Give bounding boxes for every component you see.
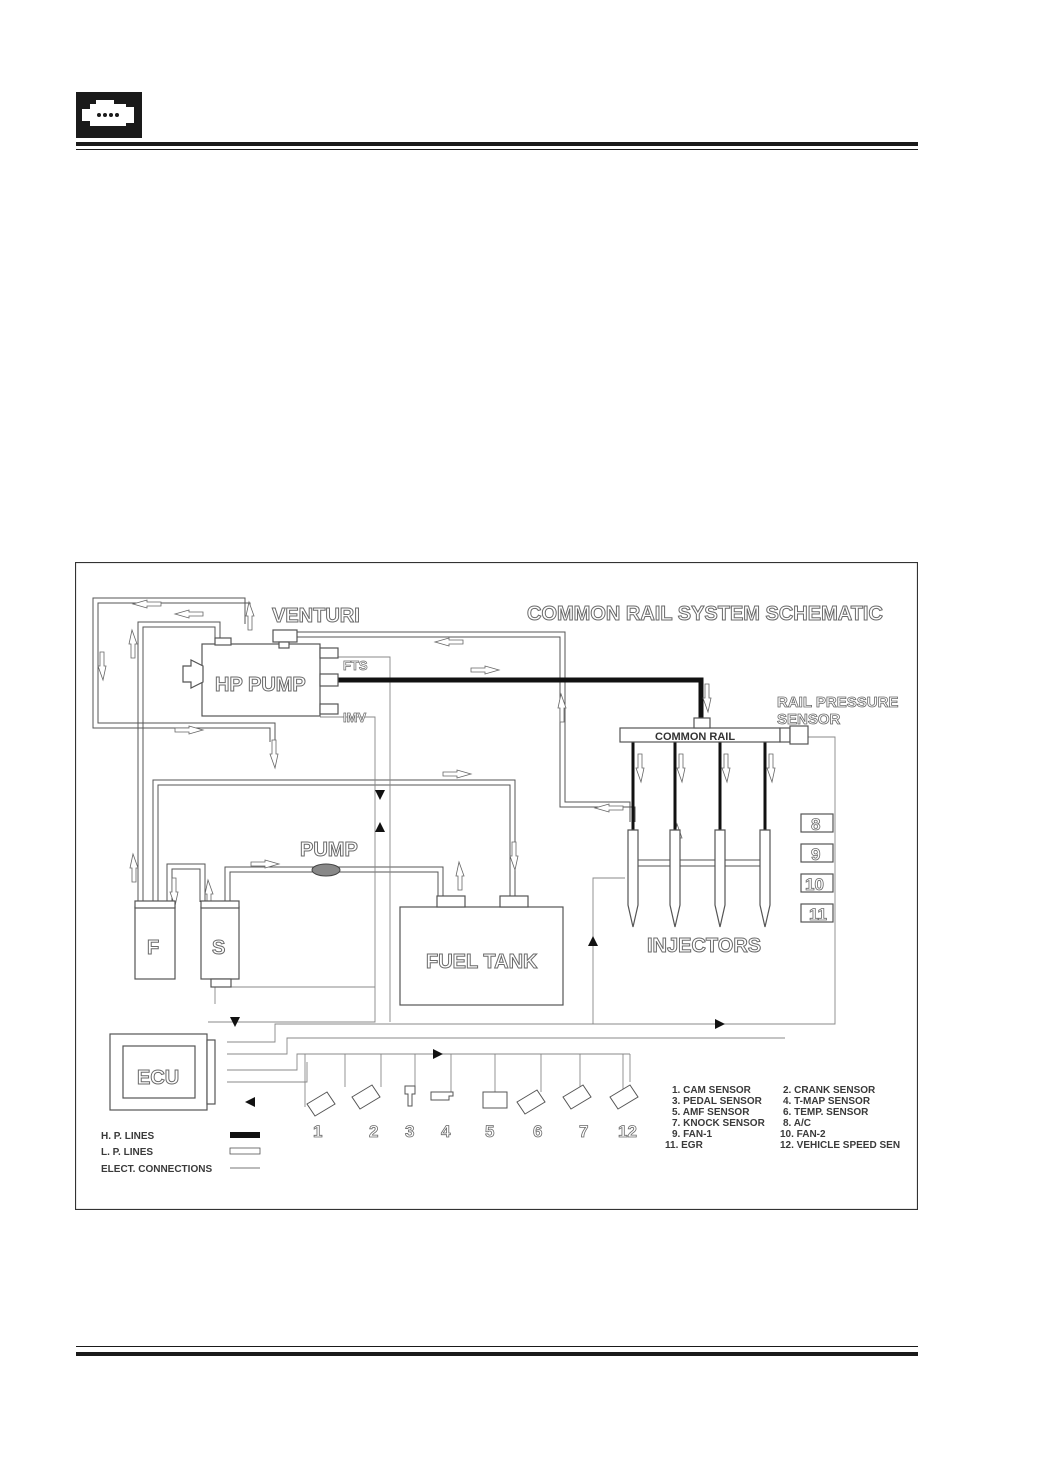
sensor-number: 12 <box>618 1122 637 1141</box>
sensor-key: 1. CAM SENSOR 3. PEDAL SENSOR 5. AMF SEN… <box>665 1085 900 1151</box>
fuel-tank-label: FUEL TANK <box>426 951 538 973</box>
hp-pump-label: HP PUMP <box>215 674 306 696</box>
sensor-1-icon <box>306 1091 336 1117</box>
legend-lp-label: L. P. LINES <box>101 1147 153 1158</box>
key-item: 1. CAM SENSOR <box>672 1085 752 1096</box>
key-item: 8. A/C <box>783 1118 811 1129</box>
sensor-12-icon <box>609 1084 639 1110</box>
fuel-tank: FUEL TANK <box>399 895 564 1006</box>
key-item: 11. EGR <box>665 1140 704 1151</box>
output-boxes: 8 9 10 11 <box>800 813 834 924</box>
hp-line <box>323 677 704 720</box>
legend-lp-swatch <box>229 1147 261 1155</box>
legend-el-label: ELECT. CONNECTIONS <box>101 1164 212 1175</box>
engine-icon <box>76 92 142 138</box>
signal-arrows <box>230 790 725 1107</box>
header-rule-thick <box>76 142 918 146</box>
header-rule-thin <box>76 149 918 150</box>
rail-pressure-sensor-label-2: SENSOR <box>777 711 841 728</box>
injector-hp-lines <box>631 742 767 830</box>
electrical-lines <box>208 656 836 1107</box>
output-box-8: 8 <box>811 815 820 834</box>
output-box-11: 11 <box>809 905 827 924</box>
legend: H. P. LINES L. P. LINES ELECT. CONNECTIO… <box>101 1131 261 1175</box>
imv-label: IMV <box>343 710 366 725</box>
key-item: 9. FAN-1 <box>672 1129 712 1140</box>
sensor-numbers: 1 2 3 4 5 6 7 12 <box>313 1122 638 1142</box>
venturi: VENTURI <box>272 605 360 649</box>
venturi-label: VENTURI <box>272 605 360 627</box>
footer-rule-thick <box>76 1352 918 1356</box>
ecu: ECU <box>109 1033 216 1111</box>
filter: F <box>134 900 176 980</box>
hp-pump: HP PUMP <box>182 637 339 717</box>
injector-flow-arrows <box>635 683 776 784</box>
key-item: 4. T-MAP SENSOR <box>783 1096 871 1107</box>
common-rail-label: COMMON RAIL <box>655 731 735 743</box>
sensor-7-icon <box>562 1084 592 1110</box>
common-rail-schematic: COMMON RAIL SYSTEM SCHEMATIC <box>75 562 918 1210</box>
output-box-9: 9 <box>811 845 820 864</box>
output-box-10: 10 <box>805 875 824 894</box>
common-rail: COMMON RAIL <box>619 717 809 745</box>
sensor-number: 1 <box>313 1122 322 1141</box>
sedimenter-label: S <box>212 937 225 959</box>
sensor-6-icon <box>516 1089 546 1115</box>
key-item: 3. PEDAL SENSOR <box>672 1096 763 1107</box>
key-item: 7. KNOCK SENSOR <box>672 1118 766 1129</box>
sensors <box>306 1084 639 1117</box>
key-item: 6. TEMP. SENSOR <box>783 1107 869 1118</box>
schematic-title: COMMON RAIL SYSTEM SCHEMATIC <box>527 603 883 625</box>
sensor-number: 6 <box>533 1122 542 1141</box>
sensor-number: 4 <box>441 1122 451 1141</box>
ecu-label: ECU <box>137 1067 179 1089</box>
sensor-4-icon <box>430 1091 454 1101</box>
key-item: 10. FAN-2 <box>780 1129 826 1140</box>
sensor-3-icon <box>404 1085 416 1107</box>
rail-pressure-sensor-label-1: RAIL PRESSURE <box>777 694 898 711</box>
lift-pump: PUMP <box>300 839 358 877</box>
legend-hp-swatch <box>230 1132 260 1138</box>
injectors-label: INJECTORS <box>647 935 761 957</box>
key-item: 2. CRANK SENSOR <box>783 1085 876 1096</box>
sensor-2-icon <box>351 1084 381 1110</box>
key-item: 5. AMF SENSOR <box>672 1107 750 1118</box>
key-item: 12. VEHICLE SPEED SEN <box>780 1140 900 1151</box>
sensor-5-icon <box>482 1091 508 1109</box>
sensor-number: 3 <box>405 1122 414 1141</box>
sensor-number: 5 <box>485 1122 494 1141</box>
footer-rule-thin <box>76 1346 918 1347</box>
sensor-number: 7 <box>579 1122 588 1141</box>
flow-arrows <box>97 599 683 909</box>
legend-hp-label: H. P. LINES <box>101 1131 154 1142</box>
filter-label: F <box>147 937 159 959</box>
fts-label: FTS <box>343 658 368 673</box>
pump-label: PUMP <box>300 839 358 861</box>
sensor-number: 2 <box>369 1122 378 1141</box>
sedimenter: S <box>200 900 240 988</box>
injectors: INJECTORS <box>627 829 771 958</box>
